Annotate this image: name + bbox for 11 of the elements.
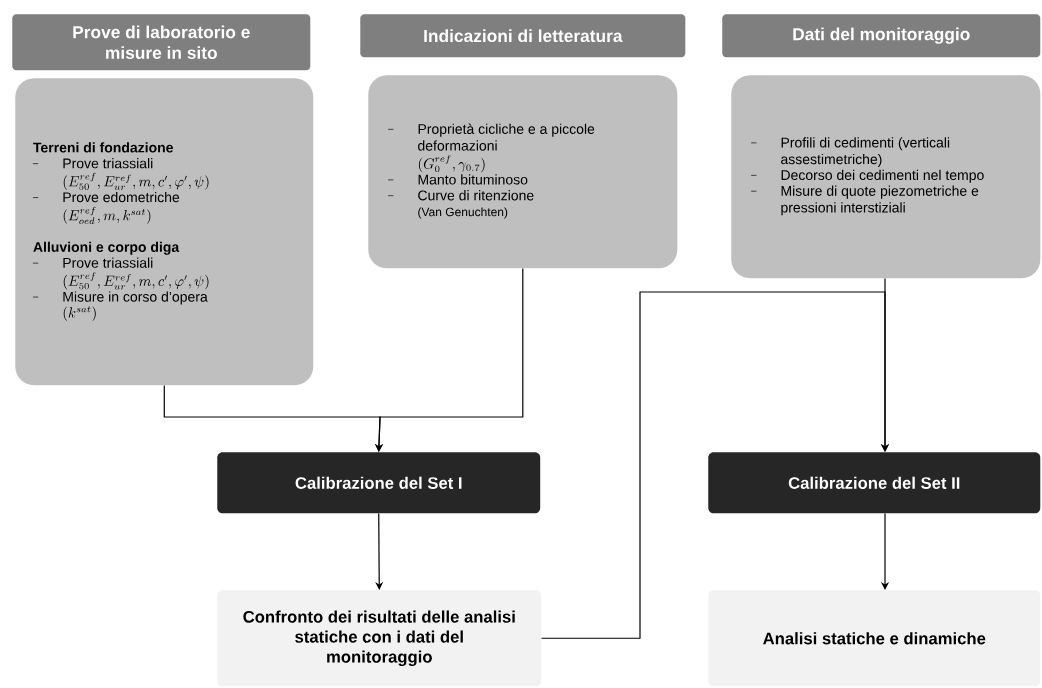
rounded-box: Proprietà cicliche e a piccole deformazioni $(G_0^{ref},\gamma_{0.7})$ Manto bituminoso Curve di ritenzione (Van Genuchten) [368, 75, 678, 269]
header-box: Indicazioni di letteratura [360, 14, 686, 58]
rounded-box: Terreni di fondazione Prove triassiali $(E_{50}^{ref},E_{ur}^{ref},m,c',\varphi',\psi)$ Prove edometriche $(E_{oed}^{ref},m,k^{sat})$ Alluvioni e corpo diga Prove triassiali $(E_{50}^{ref},E_{ur}^{ref},m,c',\varphi',\psi)$ Misure in corso d’opera $(k^{sat})$ [15, 78, 314, 386]
result-box: Confronto dei risultati delle analisi statiche con i dati del monitoraggio [217, 590, 542, 687]
process-box: Calibrazione del Set I [217, 452, 541, 514]
header-box: Prove di laboratorio e misure in sito [12, 14, 311, 71]
arrow [540, 291, 890, 639]
process-box: Calibrazione del Set II [708, 452, 1041, 514]
header-box: Dati del monitoraggio [722, 14, 1041, 58]
rounded-box: Profili di cedimenti (verticali assestimetriche) Decorso dei cedimenti nel tempo Misure di quote piezometriche e pressioni interstiziali [731, 75, 1041, 279]
result-box: Analisi statiche e dinamiche [708, 590, 1041, 687]
